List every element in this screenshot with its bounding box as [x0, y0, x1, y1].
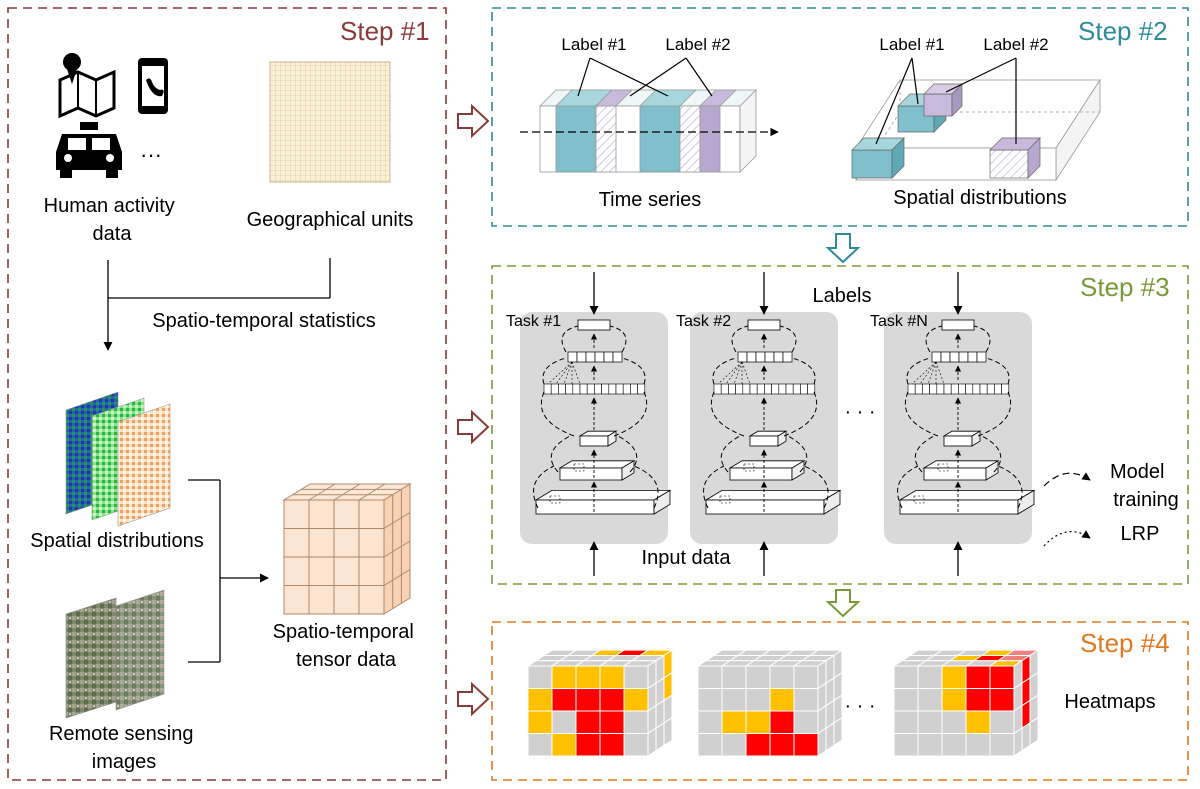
- time-series-label1: Label #1: [561, 35, 626, 54]
- remote-sensing-label: Remote sensing images: [49, 723, 199, 773]
- step3-title: Step #3: [1080, 272, 1170, 302]
- arrow-to-step2: [457, 103, 490, 139]
- lrp-curve: [1043, 530, 1091, 547]
- step3-panel: Step #3 Labels Input data Task #1 Task #2…: [491, 265, 1189, 585]
- dense-layer-large: [907, 383, 1010, 395]
- task-label: Task #1: [506, 313, 561, 330]
- time-series-block: [539, 89, 757, 173]
- task-label: Task #2: [676, 313, 731, 330]
- arrow-step3-to-step4: [825, 589, 861, 618]
- spatial-cube-label2-bottom: [989, 137, 1041, 179]
- output-layer: [577, 319, 611, 331]
- task-network-2: Task #2: [676, 272, 842, 576]
- legend-model-training: Model training: [1043, 461, 1179, 511]
- step2-title: Step #2: [1078, 16, 1168, 46]
- legend-lrp: LRP: [1043, 523, 1160, 547]
- arrow-to-step3: [457, 409, 490, 445]
- heatmap-ellipsis: · · ·: [844, 695, 875, 717]
- task-network-1: Task #1: [506, 272, 672, 576]
- human-activity-label: Human activity data: [44, 195, 181, 245]
- heatmaps-label: Heatmaps: [1064, 691, 1155, 713]
- step2-border: [491, 7, 1189, 227]
- output-layer: [747, 319, 781, 331]
- phone-icon: [138, 58, 168, 114]
- task-ellipsis: · · ·: [844, 401, 875, 423]
- time-series-label2: Label #2: [665, 35, 730, 54]
- st-statistics-label: Spatio-temporal statistics: [152, 310, 375, 332]
- legend-lrp-text: LRP: [1121, 523, 1160, 545]
- remote-sensing-images: [65, 589, 165, 719]
- arrow-step2-to-step3: [825, 233, 861, 264]
- spatial-label2: Label #2: [983, 35, 1048, 54]
- conv-layer-2: [922, 460, 1000, 481]
- conv-layer-1: [942, 430, 982, 447]
- map-pin-icon: [58, 53, 116, 119]
- step-arrows: [457, 103, 490, 717]
- merge-bracket: [188, 479, 269, 663]
- heatmap-cube-1: [526, 649, 674, 757]
- output-layer: [941, 319, 975, 331]
- conv-layer-3: [898, 489, 1036, 515]
- step2-panel: Step #2 Label #1 Label #2 Time series: [491, 7, 1189, 227]
- dense-layer-large: [543, 383, 646, 395]
- spatial-cube-label1-bottom: [851, 137, 905, 179]
- taxi-icon: [56, 122, 122, 178]
- time-series-label-lines: [577, 57, 713, 97]
- spatial-label1: Label #1: [879, 35, 944, 54]
- human-activity-ellipsis: ···: [140, 142, 162, 167]
- step1-title: Step #1: [340, 16, 430, 46]
- dense-layer-small: [567, 351, 623, 363]
- conv-layer-1: [748, 430, 788, 447]
- legend-model-text: Model training: [1110, 461, 1179, 511]
- arrow-to-step4: [457, 681, 490, 717]
- conv-layer-1: [578, 430, 618, 447]
- heatmap-cube-3: [892, 649, 1040, 757]
- spatial-distributions-maps: [65, 391, 171, 527]
- time-series-caption: Time series: [599, 189, 702, 211]
- statistics-connector: [103, 258, 331, 351]
- conv-layer-2: [728, 460, 806, 481]
- step4-panel: Step #4 · · · Heatmaps: [491, 621, 1189, 781]
- spatial-caption: Spatial distributions: [893, 187, 1066, 209]
- step3-border: [491, 265, 1189, 585]
- tensor-cube: [282, 483, 412, 615]
- geographical-units-grid: [269, 61, 391, 183]
- task-label: Task #N: [870, 313, 928, 330]
- conv-layer-3: [534, 489, 672, 515]
- input-data-title: Input data: [642, 547, 732, 569]
- model-training-curve: [1043, 472, 1091, 487]
- step4-border: [491, 621, 1189, 781]
- dense-layer-small: [931, 351, 987, 363]
- conv-layer-2: [558, 460, 636, 481]
- step1-border: [7, 7, 447, 781]
- conv-layer-3: [704, 489, 842, 515]
- spatial-distributions-label: Spatial distributions: [30, 530, 203, 552]
- geographical-units-label: Geographical units: [247, 209, 414, 231]
- step4-title: Step #4: [1080, 628, 1170, 658]
- tensor-label: Spatio-temporal tensor data: [273, 621, 420, 671]
- step1-panel: Step #1 ··· Human activity dat: [7, 7, 447, 781]
- spatial-label-lines: [875, 57, 1017, 145]
- heatmap-cube-2: [696, 649, 844, 757]
- spatial-cube-label2-top: [923, 83, 963, 117]
- dense-layer-small: [737, 351, 793, 363]
- dense-layer-large: [713, 383, 816, 395]
- task-network-3: Task #N: [870, 272, 1036, 576]
- labels-title: Labels: [813, 285, 872, 307]
